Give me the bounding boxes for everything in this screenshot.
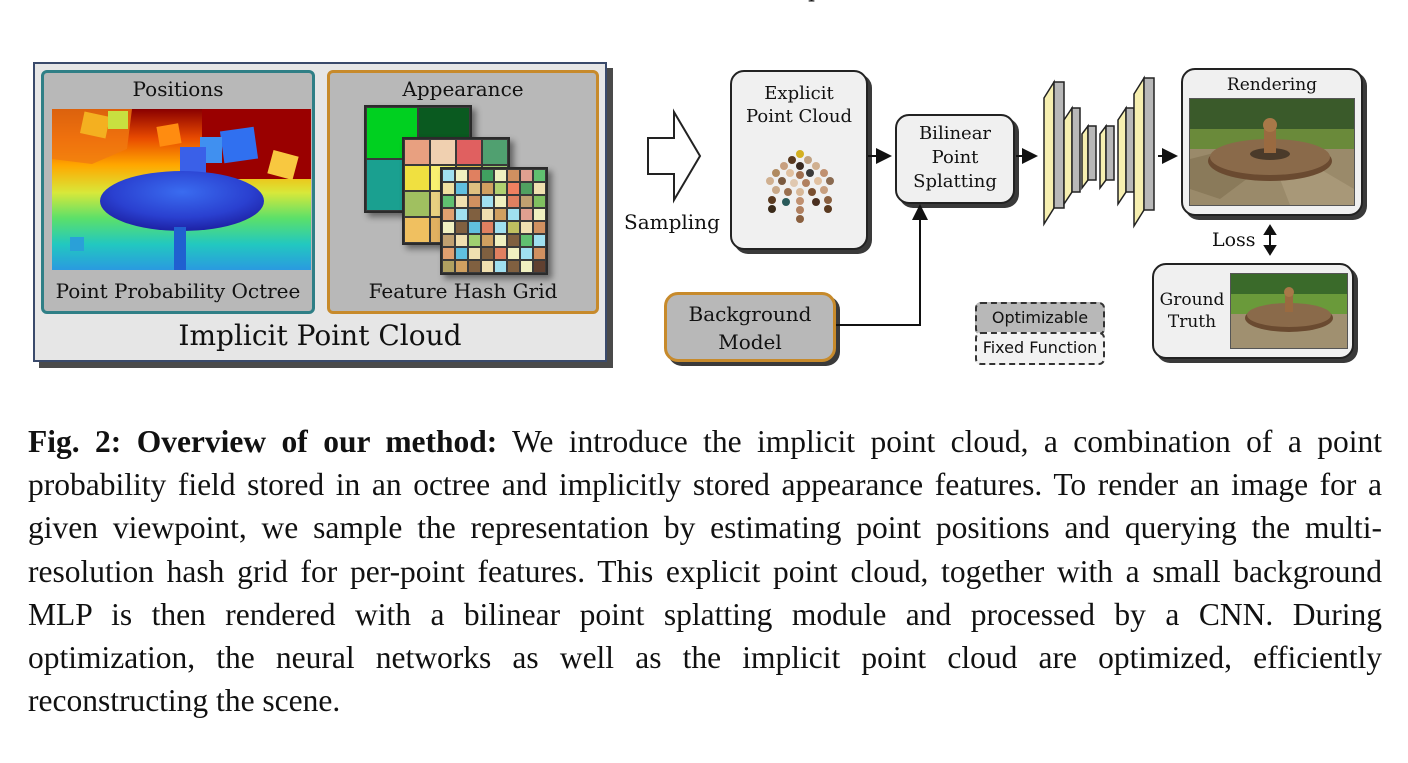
sampling-arrow-icon [647, 108, 702, 204]
ground-truth-line2: Truth [1167, 312, 1217, 332]
implicit-point-cloud-title: Implicit Point Cloud [178, 319, 462, 352]
appearance-title: Appearance [402, 77, 524, 101]
rendering-box: Rendering [1181, 68, 1363, 216]
bilinear-line1: Bilinear [918, 123, 992, 144]
bilinear-point-splatting-box: Bilinear Point Splatting [895, 114, 1015, 204]
legend-fixed-function: Fixed Function [975, 332, 1105, 365]
legend-optimizable: Optimizable [975, 302, 1105, 335]
positions-title: Positions [132, 77, 224, 101]
arrow-background-to-splatting [836, 210, 921, 326]
background-model-box: Background Model [664, 292, 836, 362]
explicit-label-line2: Point Cloud [745, 106, 852, 127]
depth-map-image [52, 109, 311, 270]
rendering-label: Rendering [1226, 75, 1318, 95]
background-line1: Background [688, 302, 812, 326]
caption-label: Fig. 2: Overview of our method: [28, 424, 498, 459]
bilinear-line3: Splatting [913, 171, 997, 192]
method-overview-figure: p Positions [33, 0, 1363, 365]
ground-truth-box: Ground Truth [1152, 263, 1354, 359]
ground-truth-image [1230, 273, 1348, 349]
rendering-image [1189, 98, 1355, 206]
explicit-label-line1: Explicit [764, 83, 834, 104]
cropped-text-fragment: p [808, 0, 822, 3]
appearance-panel: Appearance [327, 70, 599, 314]
point-cloud-dots-icon [766, 150, 834, 223]
explicit-point-cloud-box: Explicit Point Cloud [730, 70, 868, 250]
implicit-point-cloud-panel: Positions [33, 62, 607, 362]
flow-arrows [836, 148, 1277, 326]
positions-caption: Point Probability Octree [55, 279, 301, 303]
ground-truth-line1: Ground [1159, 290, 1225, 310]
caption-text: We introduce the implicit point cloud, a… [28, 424, 1382, 719]
figure-caption: Fig. 2: Overview of our method: We intro… [28, 420, 1382, 722]
bilinear-line2: Point [931, 147, 979, 168]
loss-label: Loss [1212, 229, 1256, 251]
hash-grid-level-3 [440, 167, 548, 275]
background-line2: Model [718, 330, 782, 354]
cnn-network-icon [1043, 75, 1155, 229]
positions-panel: Positions [41, 70, 315, 314]
sampling-label: Sampling [624, 210, 720, 234]
appearance-caption: Feature Hash Grid [368, 279, 558, 303]
